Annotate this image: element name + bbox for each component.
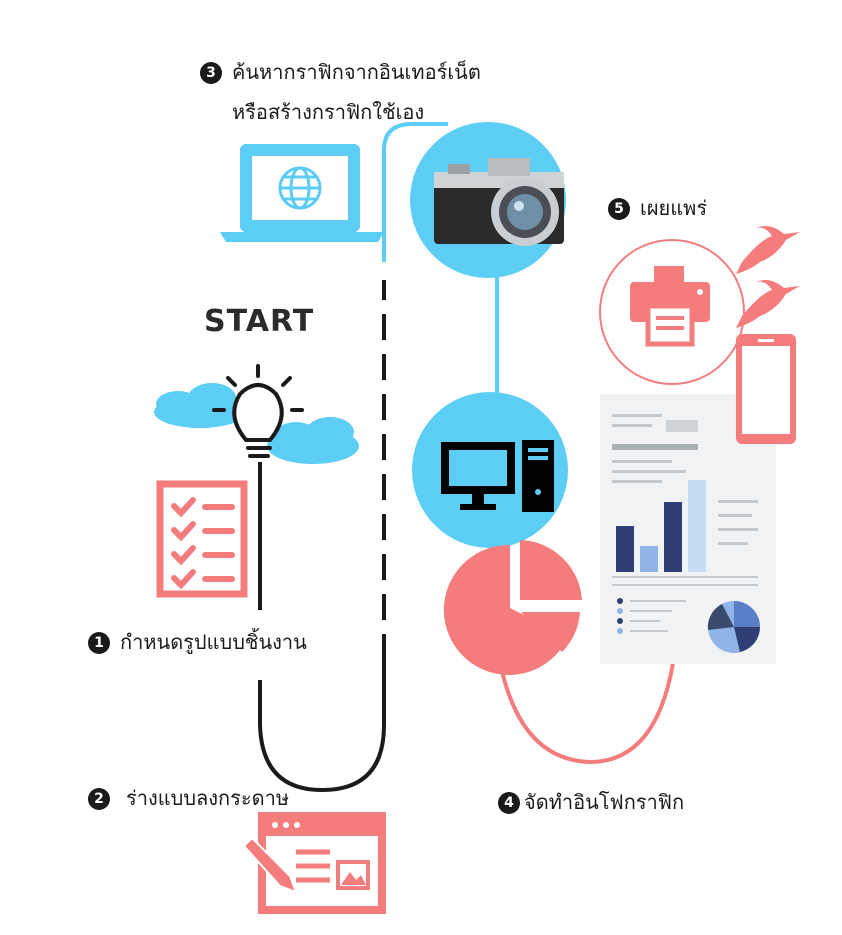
blue-connector-top [382,122,448,262]
cloud-icon [154,383,359,464]
coral-connector [498,649,677,765]
step-2-number: 2 [88,788,110,810]
step-2-label: 2 ร่างแบบลงกระดาษ [88,782,289,814]
start-label: START [204,304,315,339]
step-1-number: 1 [88,632,110,654]
step-3-text-line1: ค้นหากราฟิกจากอินเทอร์เน็ต [232,60,481,84]
pie-chart-icon [443,540,582,675]
step-5-text: เผยแพร่ [640,196,708,220]
step-1-label: 1 กำหนดรูปแบบชิ้นงาน [88,626,307,658]
step-4-number: 4 [498,792,520,814]
camera-icon [410,122,566,278]
desktop-computer-icon [412,392,568,548]
step-5-label: 5 เผยแพร่ [608,192,707,224]
u-connector [258,655,386,793]
step-2-text: ร่างแบบลงกระดาษ [126,786,290,810]
step-4-text: จัดทำอินโฟกราฟิก [524,790,685,814]
connector-paths [258,122,677,793]
step-5-number: 5 [608,198,630,220]
hummingbird-icon [736,226,800,328]
step-3-number: 3 [200,62,222,84]
infographic-document-icon [600,394,776,664]
printer-icon [630,266,710,347]
lightbulb-icon [212,364,304,458]
sketch-window-icon [242,812,386,914]
laptop-globe-icon [220,144,384,242]
step-1-text: กำหนดรูปแบบชิ้นงาน [120,630,307,654]
step-3-label-line2: หรือสร้างกราฟิกใช้เอง [232,100,425,124]
smartphone-icon [736,334,796,444]
step-3-label: 3 ค้นหากราฟิกจากอินเทอร์เน็ต [200,56,481,88]
share-circle [599,239,745,385]
checklist-icon [156,480,248,598]
